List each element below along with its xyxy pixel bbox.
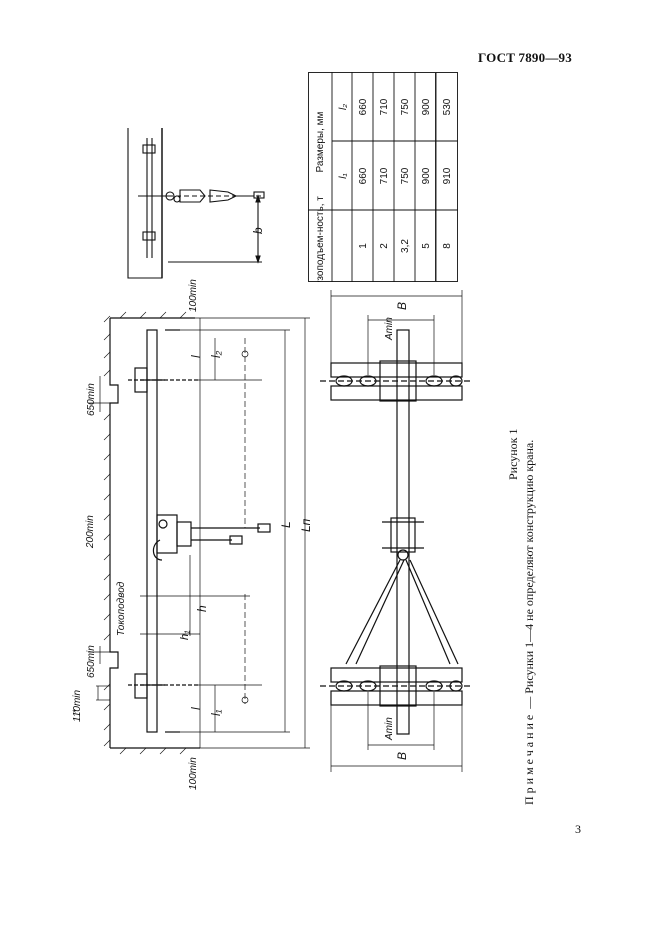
table-cell-l1-1: 660 bbox=[358, 167, 369, 184]
label-110min: 110min bbox=[72, 690, 83, 722]
label-Ln: Lп bbox=[299, 518, 313, 532]
table-cell-l2-1: 660 bbox=[358, 98, 369, 115]
table-cell-l2-5: 530 bbox=[442, 98, 453, 115]
crane-plan-view bbox=[320, 329, 470, 735]
label-B-bottom: B bbox=[395, 752, 409, 760]
note: Примечание — Рисунки 1—4 не определяют к… bbox=[522, 440, 537, 805]
table-cell-l1-2: 710 bbox=[379, 167, 390, 184]
table-cell-l1-5: 910 bbox=[442, 167, 453, 184]
crane-bridge-side bbox=[128, 329, 271, 733]
label-h1: h₁ bbox=[179, 630, 191, 640]
label-Amin-top: Amin bbox=[384, 317, 395, 341]
table-cell-l1-4: 900 bbox=[421, 167, 432, 184]
detail-top-view bbox=[127, 128, 265, 279]
building-wall bbox=[103, 311, 200, 755]
label-650min-bottom: 650min bbox=[86, 645, 97, 678]
label-650min-top: 650min bbox=[86, 383, 97, 416]
table-header-capacity: Грузоподъем-ность, т bbox=[315, 196, 326, 282]
table-cell-l2-3: 750 bbox=[400, 98, 411, 115]
dimensions-side bbox=[88, 317, 310, 749]
figure-caption: Рисунок 1 bbox=[506, 428, 520, 480]
table-header-l2: l₂ bbox=[338, 104, 349, 110]
document-header: ГОСТ 7890—93 bbox=[478, 50, 572, 65]
table-cell-cap-3: 3,2 bbox=[400, 239, 411, 253]
label-L: L bbox=[279, 521, 293, 528]
label-asterisk: * bbox=[72, 708, 77, 719]
label-l1: l₁ bbox=[209, 709, 223, 716]
label-200min: 200min bbox=[85, 515, 96, 549]
label-l2: l₂ bbox=[209, 350, 223, 358]
table-cell-l1-3: 750 bbox=[400, 167, 411, 184]
label-100min-bottom: 100min bbox=[188, 757, 199, 790]
label-l-top: l bbox=[189, 355, 203, 358]
table-header-l1: l₁ bbox=[338, 173, 349, 178]
page-number: 3 bbox=[575, 822, 581, 836]
table-cell-cap-2: 2 bbox=[379, 243, 390, 249]
label-b: b bbox=[251, 227, 265, 234]
label-l-bottom: l bbox=[189, 707, 203, 710]
label-tokopodvod: Токоподвод bbox=[116, 581, 127, 636]
table-cell-l2-4: 900 bbox=[421, 98, 432, 115]
table-header-dims: Размеры, мм bbox=[315, 111, 326, 172]
table-cell-l2-2: 710 bbox=[379, 98, 390, 115]
label-Amin-bottom: Amin bbox=[384, 717, 395, 741]
table-header-capacity-text: Грузоподъем-ность, т bbox=[315, 196, 326, 282]
dimensions-plan bbox=[330, 290, 463, 772]
table-cell-cap-4: 5 bbox=[421, 243, 432, 249]
label-100min-top: 100min bbox=[188, 279, 199, 312]
label-h: h bbox=[195, 605, 209, 612]
note-text: — Рисунки 1—4 не определяют конструкцию … bbox=[522, 439, 536, 712]
table-cell-cap-5: 8 bbox=[442, 243, 453, 249]
note-label: Примечание bbox=[522, 711, 536, 805]
label-B-top: B bbox=[395, 302, 409, 310]
dimensions-table: Грузоподъем-ность, т Размеры, мм l₁ l₂ 1… bbox=[308, 72, 436, 282]
table-cell-cap-1: 1 bbox=[358, 243, 369, 249]
dimensions-table-row-5: 8 910 530 bbox=[436, 72, 458, 282]
